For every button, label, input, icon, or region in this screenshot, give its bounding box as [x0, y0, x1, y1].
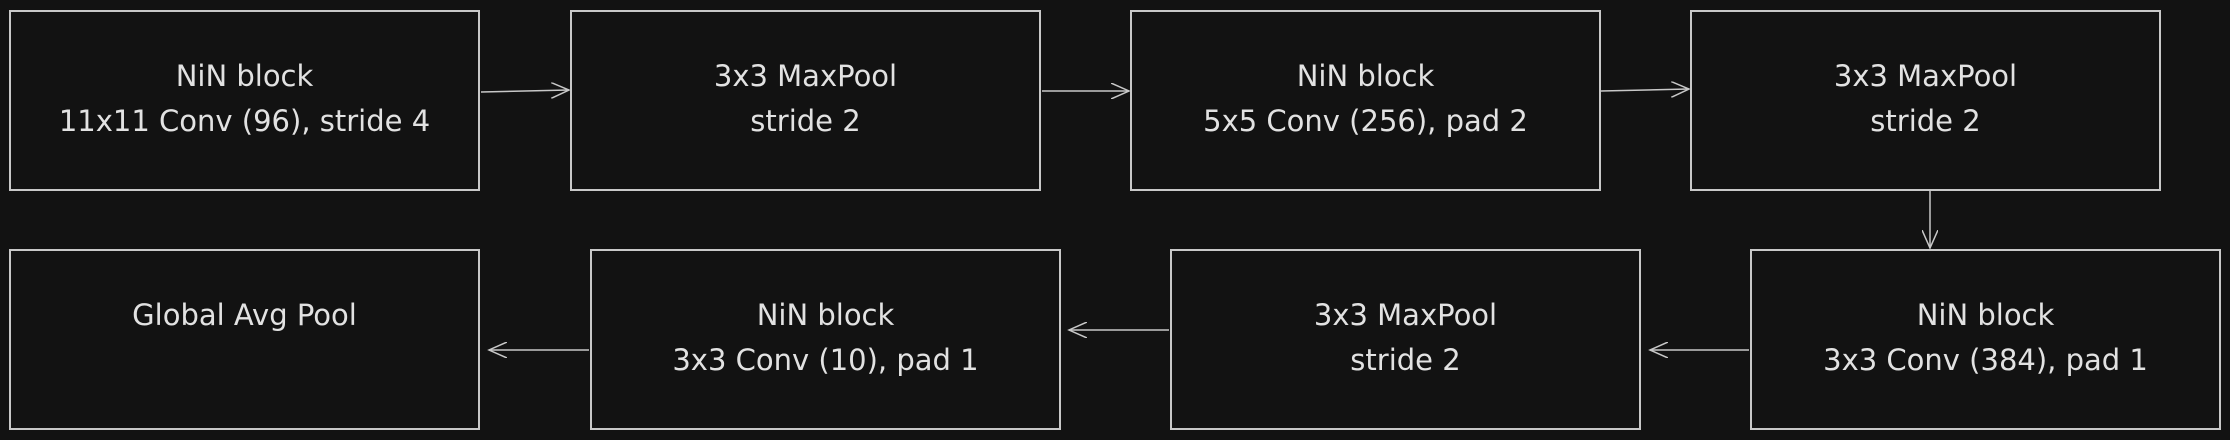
node-detail: 3x3 Conv (384), pad 1	[1823, 343, 2148, 377]
arrow-nin2-to-pool2	[1600, 89, 1689, 91]
node-nin-block-4[interactable]: NiN block 3x3 Conv (10), pad 1	[590, 249, 1061, 430]
node-detail: 3x3 Conv (10), pad 1	[672, 343, 979, 377]
node-maxpool-2[interactable]: 3x3 MaxPool stride 2	[1690, 10, 2161, 191]
node-title: Global Avg Pool	[132, 298, 357, 332]
node-nin-block-2[interactable]: NiN block 5x5 Conv (256), pad 2	[1130, 10, 1601, 191]
node-detail: stride 2	[1350, 343, 1461, 377]
node-title: 3x3 MaxPool	[1313, 298, 1498, 332]
node-detail: stride 2	[750, 104, 861, 138]
node-title: NiN block	[175, 59, 314, 93]
node-global-avg-pool[interactable]: Global Avg Pool	[9, 249, 480, 430]
node-title: NiN block	[756, 298, 895, 332]
node-title: 3x3 MaxPool	[1833, 59, 2018, 93]
node-title: NiN block	[1296, 59, 1435, 93]
node-maxpool-3[interactable]: 3x3 MaxPool stride 2	[1170, 249, 1641, 430]
node-nin-block-3[interactable]: NiN block 3x3 Conv (384), pad 1	[1750, 249, 2221, 430]
node-detail: stride 2	[1870, 104, 1981, 138]
node-title: NiN block	[1916, 298, 2055, 332]
node-detail: 11x11 Conv (96), stride 4	[58, 104, 431, 138]
node-maxpool-1[interactable]: 3x3 MaxPool stride 2	[570, 10, 1041, 191]
node-detail: 5x5 Conv (256), pad 2	[1203, 104, 1528, 138]
node-title: 3x3 MaxPool	[713, 59, 898, 93]
arrow-nin1-to-pool1	[480, 90, 569, 92]
node-nin-block-1[interactable]: NiN block 11x11 Conv (96), stride 4	[9, 10, 480, 191]
